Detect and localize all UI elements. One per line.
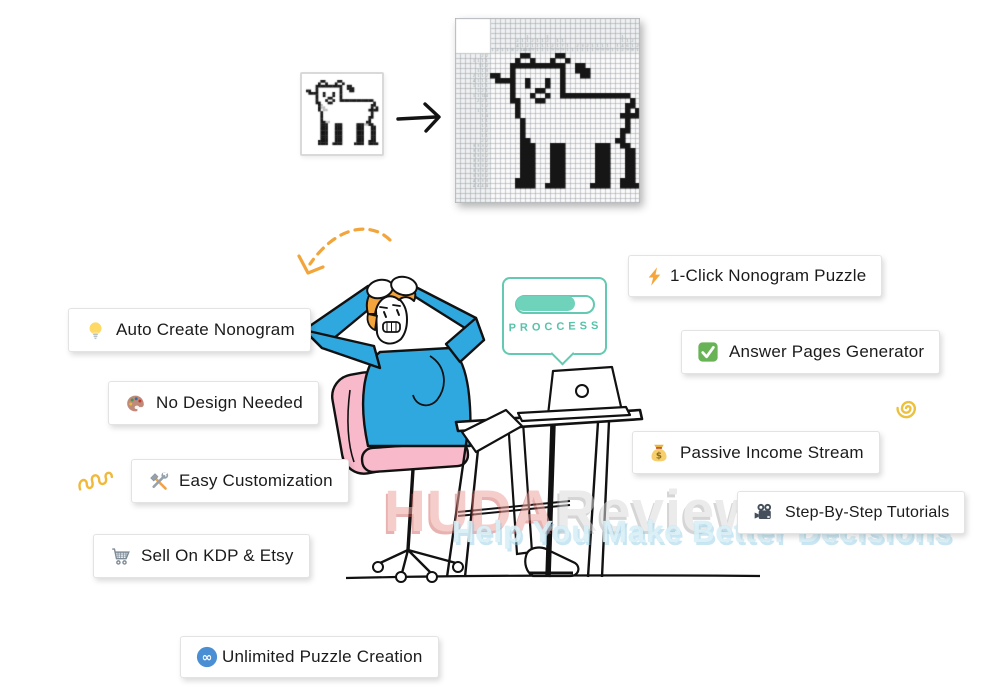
watermark-brand-part2: Review <box>555 479 762 544</box>
palette-icon <box>124 392 146 414</box>
nonogram-grid <box>455 18 640 203</box>
person-knee <box>460 408 524 454</box>
transform-arrow-icon <box>396 102 441 133</box>
shopping-cart-icon <box>109 545 131 567</box>
callout-label: Sell On KDP & Etsy <box>141 546 294 565</box>
goat-pixel-art <box>304 76 380 152</box>
callout-label: Auto Create Nonogram <box>116 320 295 339</box>
callout-label: Easy Customization <box>179 471 333 490</box>
callout-label: Answer Pages Generator <box>729 342 925 361</box>
process-speech-bubble: PROCCESS <box>502 277 607 355</box>
movie-camera-icon <box>753 502 775 524</box>
tools-icon <box>147 470 169 492</box>
watermark-brand-part1: HUDA <box>384 479 556 544</box>
callout-label: Unlimited Puzzle Creation <box>222 647 423 666</box>
callout-unlimited-puzzle-creation: ∞ Unlimited Puzzle Creation <box>180 636 439 678</box>
callout-step-by-step-tutorials: Step-By-Step Tutorials <box>737 491 966 534</box>
callout-label: No Design Needed <box>156 393 303 412</box>
progress-bar-fill <box>516 296 575 311</box>
callout-no-design-needed: No Design Needed <box>108 381 319 425</box>
source-image-box <box>300 72 384 156</box>
callout-easy-customization: Easy Customization <box>131 459 349 503</box>
money-bag-icon: $ <box>648 442 670 464</box>
progress-bar-track <box>515 295 595 314</box>
callout-auto-create-nonogram: Auto Create Nonogram <box>68 308 311 352</box>
svg-text:∞: ∞ <box>202 650 213 665</box>
callout-label: Step-By-Step Tutorials <box>785 503 950 521</box>
lightning-bolt-icon <box>644 265 666 287</box>
coil-squiggle-icon <box>78 471 114 491</box>
spiral-doodle-icon <box>896 400 916 419</box>
person <box>302 275 580 578</box>
svg-text:$: $ <box>656 451 662 461</box>
callout-passive-income-stream: $ Passive Income Stream <box>632 431 880 474</box>
illustration-person-desk <box>302 275 761 583</box>
dashed-curved-arrow-icon <box>297 227 392 275</box>
checkmark-icon <box>697 341 719 363</box>
infinity-icon: ∞ <box>196 646 218 668</box>
callout-sell-on-kdp-etsy: Sell On KDP & Etsy <box>93 534 310 578</box>
watermark-brand: HUDAReview <box>384 478 761 545</box>
lightbulb-icon <box>84 319 106 341</box>
callout-label: Passive Income Stream <box>680 442 864 462</box>
callout-answer-pages-generator: Answer Pages Generator <box>681 330 941 374</box>
progress-label: PROCCESS <box>508 319 603 335</box>
callout-one-click-nonogram-puzzle: 1-Click Nonogram Puzzle <box>628 255 883 297</box>
callout-label: 1-Click Nonogram Puzzle <box>670 266 867 285</box>
